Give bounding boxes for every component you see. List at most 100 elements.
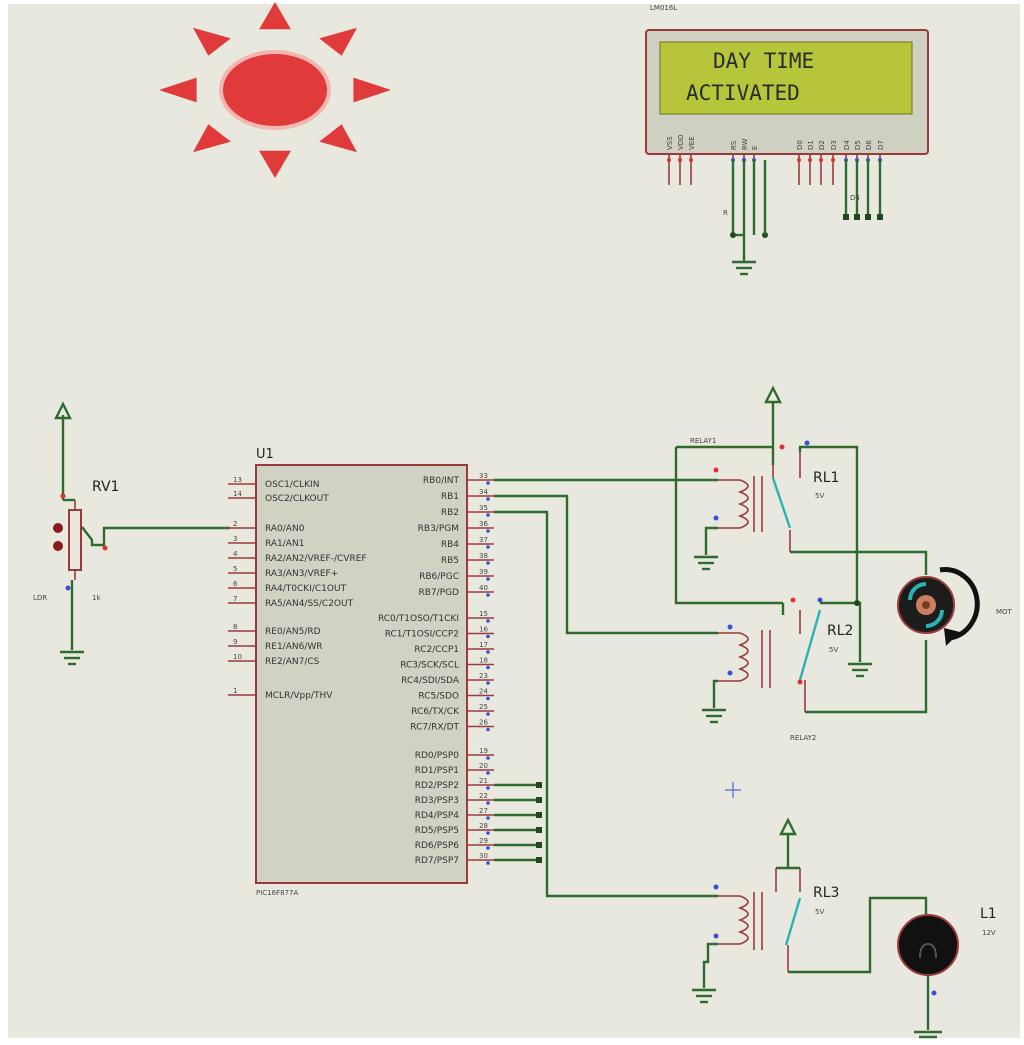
mcu-pin-name: RC5/SDO xyxy=(418,692,459,702)
mcu-pin-name: OSC1/CLKIN xyxy=(265,480,319,490)
ground-symbol xyxy=(694,555,718,571)
relay1-label: RELAY1 xyxy=(690,437,716,445)
mcu-pin-name: RE2/AN7/CS xyxy=(265,657,320,667)
mcu-pin-dot xyxy=(486,712,490,716)
mcu-pin-name: RB2 xyxy=(441,508,459,518)
sun-ray xyxy=(353,77,391,103)
ground-symbol xyxy=(60,650,84,666)
lcd-pin-dot xyxy=(689,158,693,162)
relay-rl1[interactable]: RELAY1 RL1 5V xyxy=(674,385,928,605)
mcu-relay-wiring xyxy=(494,478,718,898)
mcu-pin-dot xyxy=(486,513,490,517)
mcu-pin-name: RD0/PSP0 xyxy=(415,751,460,761)
mcu-pin-name: RB3/PGM xyxy=(418,524,459,534)
mcu-pin-number: 40 xyxy=(479,584,488,592)
sun-ray xyxy=(159,77,197,103)
mcu-pin-number: 38 xyxy=(479,552,488,560)
rv1-ref: RV1 xyxy=(92,479,119,495)
lcd-pin-label: VSS xyxy=(666,136,674,150)
rv1-name: LDR xyxy=(33,594,47,602)
mcu-pin-name: OSC2/CLKOUT xyxy=(265,494,329,504)
lcd-pin-label: RS xyxy=(730,140,738,150)
mcu-pin-number: 35 xyxy=(479,504,488,512)
mcu-pin-number: 19 xyxy=(479,747,488,755)
mcu-pin-dot xyxy=(486,529,490,533)
mcu-pin-dot xyxy=(486,756,490,760)
mcu-pin-number: 5 xyxy=(233,565,237,573)
lcd-pin-label: D5 xyxy=(854,140,862,150)
ground-symbol xyxy=(732,256,756,276)
ldr-potentiometer[interactable]: RV1 LDR 1k xyxy=(33,401,230,666)
lcd-part-label: LM016L xyxy=(650,4,677,12)
mcu-pin-name: RB4 xyxy=(441,540,459,550)
lcd-pin-label: D1 xyxy=(807,140,815,150)
lcd-pin-label: D7 xyxy=(877,140,885,150)
mcu-pin-name: RE0/AN5/RD xyxy=(265,627,321,637)
crosshair-marker-icon xyxy=(725,782,741,798)
mcu-pin-number: 27 xyxy=(479,807,488,815)
mcu-pin-number: 30 xyxy=(479,852,488,860)
mcu-pin-number: 9 xyxy=(233,638,237,646)
mcu-pin-name: RA2/AN2/VREF-/CVREF xyxy=(265,554,367,564)
ground-symbol xyxy=(914,1030,942,1039)
mcu-pin-name: RB1 xyxy=(441,492,459,502)
lcd-pin-label: VDD xyxy=(677,134,685,150)
power-arrow-icon xyxy=(54,401,72,420)
mcu-pin-number: 37 xyxy=(479,536,488,544)
mcu-pin-number: 25 xyxy=(479,703,488,711)
mcu-pin-name: RB6/PGC xyxy=(419,572,459,582)
rl3-ref: RL3 xyxy=(813,885,839,901)
schematic-background xyxy=(8,4,1020,1038)
ground-symbol xyxy=(692,988,716,1004)
svg-text:R: R xyxy=(723,209,728,217)
mcu-pin-number: 6 xyxy=(233,580,238,588)
lcd-pin-dot xyxy=(667,158,671,162)
mcu-pin-number: 4 xyxy=(233,550,238,558)
rotation-arrow-icon xyxy=(939,567,980,641)
mcu-pin-name: RA3/AN3/VREF+ xyxy=(265,569,338,579)
mcu-pin-number: 20 xyxy=(479,762,488,770)
mcu-pin-number: 14 xyxy=(233,490,242,498)
mcu-pin-dot xyxy=(486,634,490,639)
relay-rl2[interactable]: RL2 5V RELAY2 xyxy=(702,597,928,743)
mcu-pin-number: 33 xyxy=(479,472,488,480)
mcu-right-pins: 33RB0/INT34RB135RB236RB3/PGM37RB438RB539… xyxy=(378,472,494,866)
mcu-pin-number: 1 xyxy=(233,687,237,695)
dc-motor[interactable]: MOT xyxy=(897,567,1013,646)
mcu-pin-number: 16 xyxy=(479,626,488,634)
rl3-value: 5V xyxy=(815,908,824,916)
sun-ray xyxy=(259,150,291,178)
rl2-ref: RL2 xyxy=(827,623,853,639)
mcu-pin-number: 24 xyxy=(479,688,488,696)
mcu-pin-name: RC4/SDI/SDA xyxy=(401,676,460,686)
lcd-pin-dot xyxy=(808,158,812,162)
mcu-pin-name: RD7/PSP7 xyxy=(415,856,459,866)
motor-label: MOT xyxy=(996,608,1013,616)
sun-ray xyxy=(192,124,231,153)
mcu-pin-dot xyxy=(486,727,490,732)
mcu-pin-dot xyxy=(486,545,490,549)
mcu-pin-dot xyxy=(486,619,490,623)
mcu-ref: U1 xyxy=(256,447,274,462)
sun-icon xyxy=(159,2,391,178)
lcd-pin-dot xyxy=(819,158,823,162)
relay-rl3[interactable]: RL3 5V xyxy=(692,817,928,1004)
mcu-pin-dot xyxy=(486,497,490,501)
mcu-pin-name: RA0/AN0 xyxy=(265,524,305,534)
sun-ray xyxy=(319,124,358,153)
mcu-pin-dot xyxy=(486,831,490,835)
lamp-l1[interactable]: L1 12V xyxy=(897,906,997,1039)
mcu-pin-dot xyxy=(486,696,490,701)
mcu-pin-number: 18 xyxy=(479,657,488,665)
mcu-pin-dot xyxy=(486,577,490,581)
relay2-label: RELAY2 xyxy=(790,734,816,742)
mcu-pin-name: RD1/PSP1 xyxy=(415,766,459,776)
mcu-pin-name: RB5 xyxy=(441,556,459,566)
mcu-pin-dot xyxy=(486,846,490,850)
mcu-part: PIC16F877A xyxy=(256,889,298,897)
mcu-pin-dot xyxy=(486,801,490,805)
mcu-pin-dot xyxy=(486,561,490,565)
